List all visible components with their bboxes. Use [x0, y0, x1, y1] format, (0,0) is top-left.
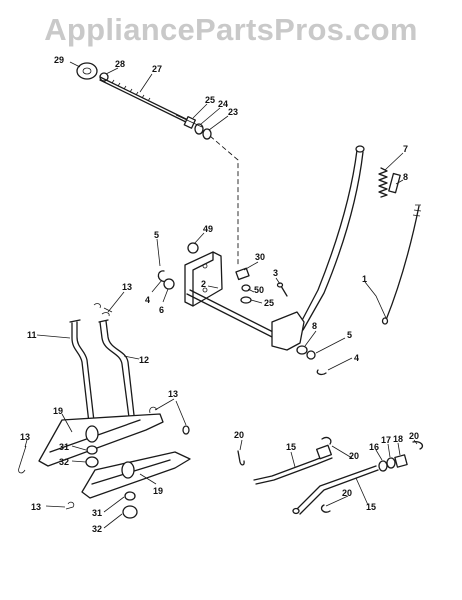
- lift-link-assembly: [18, 303, 191, 519]
- hub-lower: [121, 461, 135, 479]
- callout-8-right: 8: [312, 321, 317, 331]
- arm-part-19-lower: [81, 451, 191, 499]
- callout-11: 11: [27, 330, 37, 340]
- arm-part-19-upper: [38, 413, 164, 467]
- pin-part-5-left: [157, 270, 167, 283]
- bushing-part-32-upper: [85, 456, 99, 468]
- leader-lines: [24, 61, 418, 529]
- nut-part-16: [378, 460, 388, 472]
- grip-part-8-top: [388, 172, 401, 194]
- knob-part-29: [76, 62, 98, 80]
- threaded-rod-part-27: [99, 76, 191, 122]
- pin-part-20-right: [412, 440, 424, 450]
- rod-part-15-lower: [295, 465, 377, 511]
- callout-15-upper: 15: [286, 442, 296, 452]
- height-adjust-knob-assembly: [76, 62, 212, 140]
- washer-part-50: [241, 284, 251, 292]
- callout-3: 3: [273, 268, 278, 278]
- shaft-arm: [271, 311, 305, 351]
- pin-part-4-right: [316, 369, 327, 376]
- block-part-18: [394, 454, 408, 468]
- pin-part-13-right: [149, 406, 158, 414]
- callout-8-top: 8: [403, 172, 408, 182]
- pin-part-20-bottom: [320, 504, 331, 513]
- spring-part-7: [378, 167, 388, 198]
- callout-27: 27: [152, 64, 162, 74]
- callout-20-bottom: 20: [342, 488, 352, 498]
- callout-31-lower: 31: [92, 508, 102, 518]
- callout-19-upper: 19: [53, 406, 63, 416]
- dashed-leader-rod: [209, 135, 239, 265]
- nut-part-6: [163, 278, 175, 290]
- callout-32-lower: 32: [92, 524, 102, 534]
- callout-13-top: 13: [122, 282, 132, 292]
- pin-part-20-mid: [321, 436, 332, 445]
- rod-part-1: [385, 205, 420, 321]
- callout-4-left: 4: [145, 295, 150, 305]
- link-part-11: [71, 322, 91, 433]
- callout-1: 1: [362, 274, 367, 284]
- pin-part-13-bottom: [65, 501, 75, 510]
- hub-upper: [85, 425, 99, 443]
- pin-part-13-top: [93, 303, 113, 313]
- bracket-shaft-assembly: [157, 242, 327, 376]
- bolt-part-3: [280, 285, 288, 297]
- callout-7: 7: [403, 144, 408, 154]
- washer-part-5-right: [306, 350, 316, 360]
- callout-20-right: 20: [409, 431, 419, 441]
- pin-part-20-left: [237, 450, 245, 466]
- callout-13-right: 13: [168, 389, 178, 399]
- bushing-part-49: [187, 242, 199, 254]
- callout-labels: 29 28 27 25 24 23 7 8 1 49 5 4 6 30 3 2 …: [20, 55, 419, 534]
- bushing-part-31-upper: [86, 445, 98, 455]
- callout-23: 23: [228, 107, 238, 117]
- bushing-part-32-lower: [122, 505, 138, 519]
- callout-20-left: 20: [234, 430, 244, 440]
- callout-32-upper: 32: [59, 457, 69, 467]
- callout-2: 2: [201, 279, 206, 289]
- callout-18: 18: [393, 434, 403, 444]
- callout-19-lower: 19: [153, 486, 163, 496]
- callout-31-upper: 31: [59, 442, 69, 452]
- lift-handle: [297, 149, 358, 329]
- callout-4-right: 4: [354, 353, 359, 363]
- callout-13-left: 13: [20, 432, 30, 442]
- callout-15-lower: 15: [366, 502, 376, 512]
- nut-part-8-right: [296, 345, 308, 355]
- bushing-part-31-lower: [124, 491, 136, 501]
- lower-rod-assembly: [237, 436, 424, 515]
- callout-49: 49: [203, 224, 213, 234]
- callout-24: 24: [218, 99, 228, 109]
- cross-shaft: [186, 293, 281, 342]
- callout-28: 28: [115, 59, 125, 69]
- callout-25-mid: 25: [264, 298, 274, 308]
- nut-part-17: [386, 457, 396, 469]
- rod-part-15-upper: [253, 453, 331, 481]
- pin-part-13-left: [18, 445, 27, 474]
- lift-handle-assembly: [297, 145, 422, 331]
- callout-16: 16: [369, 442, 379, 452]
- callout-6: 6: [159, 305, 164, 315]
- callout-29: 29: [54, 55, 64, 65]
- spacer-part-23: [202, 128, 212, 140]
- callout-5-right: 5: [347, 330, 352, 340]
- clip-part-30: [235, 267, 250, 281]
- callout-12: 12: [139, 355, 149, 365]
- watermark: AppliancePartsPros.com: [44, 12, 418, 47]
- link-part-12: [99, 321, 131, 426]
- nut-part-25-top: [183, 116, 196, 129]
- callout-13-bottom: 13: [31, 502, 41, 512]
- callout-5-left: 5: [154, 230, 159, 240]
- callout-17: 17: [381, 435, 391, 445]
- callout-25-top: 25: [205, 95, 215, 105]
- washer-part-25-mid: [240, 296, 252, 304]
- callout-30: 30: [255, 252, 265, 262]
- callout-50: 50: [254, 285, 264, 295]
- callout-20-mid: 20: [349, 451, 359, 461]
